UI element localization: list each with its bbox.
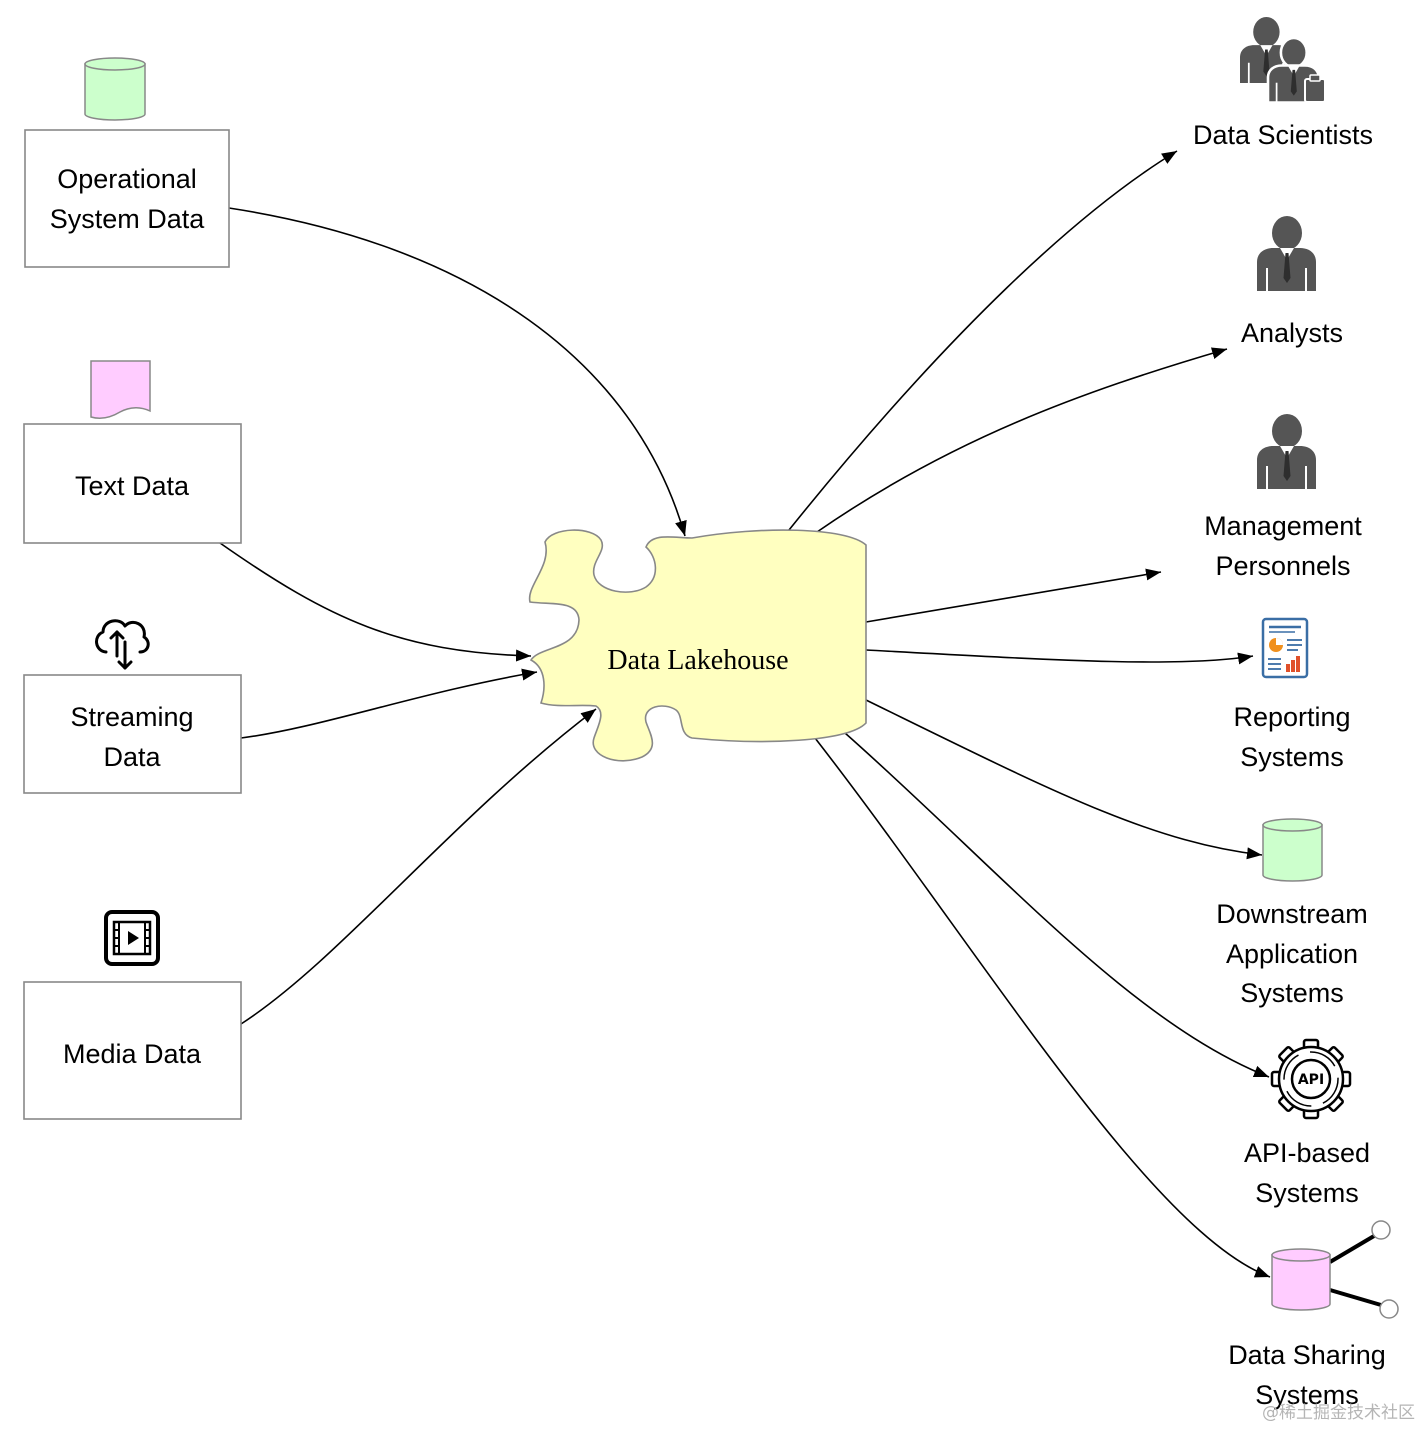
shared-database-icon <box>1271 1220 1399 1319</box>
edge-lakehouse-to-api <box>844 732 1270 1078</box>
watermark-text: @稀土掘金技术社区 <box>1262 1403 1415 1423</box>
target-analysts: Analysts <box>1241 215 1343 348</box>
source-media-data: Media Data <box>23 910 242 1120</box>
cloud-sync-icon <box>95 619 150 670</box>
database-cylinder-icon <box>84 57 146 121</box>
source-label-line: Data <box>103 742 161 772</box>
source-streaming-data: Streaming Data <box>23 619 242 794</box>
target-label-line: Data Sharing <box>1228 1340 1386 1370</box>
report-icon <box>1261 617 1309 679</box>
edge-operational-to-lakehouse <box>228 207 687 537</box>
target-label-line: Downstream <box>1216 899 1368 929</box>
target-data-scientists: Data Scientists <box>1193 16 1373 150</box>
target-label-line: Management <box>1204 511 1362 541</box>
edge-lakehouse-to-analysts <box>816 347 1228 533</box>
api-icon-text: API <box>1298 1072 1324 1088</box>
source-label-line: Streaming <box>70 702 193 732</box>
api-gear-icon: API <box>1270 1038 1352 1120</box>
video-file-icon <box>104 910 160 966</box>
target-reporting-systems: Reporting Systems <box>1233 617 1351 772</box>
person-icon <box>1256 413 1317 490</box>
database-cylinder-icon <box>1262 818 1323 882</box>
target-management-personnels: Management Personnels <box>1204 413 1362 581</box>
source-label-line: Operational <box>57 164 197 194</box>
target-data-sharing-systems: Data Sharing Systems <box>1228 1220 1399 1410</box>
document-icon <box>90 360 151 419</box>
target-api-based-systems: API API-based Systems <box>1244 1038 1370 1208</box>
target-label-line: API-based <box>1244 1138 1370 1168</box>
source-label-line: System Data <box>50 204 206 234</box>
target-label-line: Systems <box>1255 1380 1359 1410</box>
edges <box>219 150 1271 1278</box>
target-label-line: Systems <box>1240 978 1344 1008</box>
puzzle-cylinder-shape <box>528 529 867 762</box>
edge-lakehouse-to-data-scientists <box>788 150 1178 531</box>
source-operational-system-data: Operational System Data <box>24 57 230 268</box>
people-group-icon <box>1239 16 1326 104</box>
target-label-line: Application <box>1226 939 1358 969</box>
target-label-line: Reporting <box>1233 702 1350 732</box>
edge-lakehouse-to-management <box>865 568 1162 623</box>
person-icon <box>1256 215 1317 292</box>
edge-streaming-to-lakehouse <box>240 668 538 739</box>
source-box <box>23 423 242 544</box>
data-lakehouse-node: Data Lakehouse <box>528 529 867 762</box>
target-label-line: Data Scientists <box>1193 120 1373 150</box>
source-text-data: Text Data <box>23 360 242 544</box>
edge-lakehouse-to-downstream <box>865 699 1263 860</box>
target-label-line: Analysts <box>1241 318 1343 348</box>
target-label-line: Personnels <box>1215 551 1350 581</box>
edge-lakehouse-to-data-sharing <box>814 737 1271 1278</box>
source-box <box>24 129 230 268</box>
target-label-line: Systems <box>1240 742 1344 772</box>
target-downstream-application-systems: Downstream Application Systems <box>1216 818 1368 1008</box>
edge-media-to-lakehouse <box>240 708 597 1025</box>
lakehouse-label: Data Lakehouse <box>607 645 788 676</box>
source-label-line: Media Data <box>63 1039 202 1069</box>
target-label-line: Systems <box>1255 1178 1359 1208</box>
source-box <box>23 674 242 794</box>
edge-text-to-lakehouse <box>219 542 532 662</box>
source-box <box>23 981 242 1120</box>
source-label-line: Text Data <box>75 471 190 501</box>
edge-lakehouse-to-reporting <box>865 649 1254 665</box>
